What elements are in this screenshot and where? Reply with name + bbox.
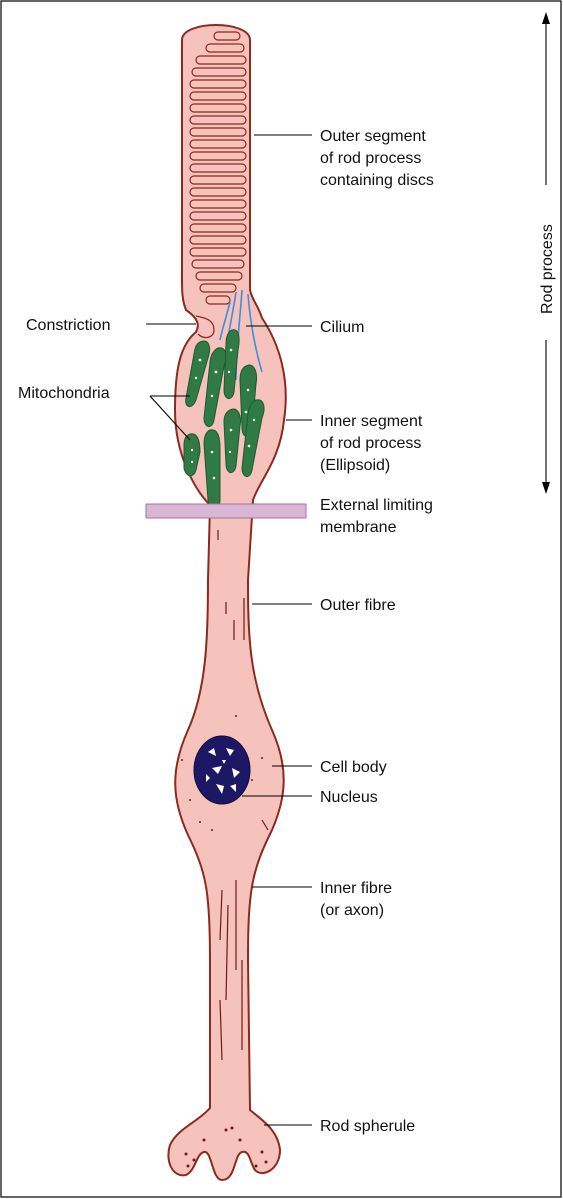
label-cell-body: Cell body (320, 759, 387, 776)
external-limiting-membrane (146, 504, 306, 518)
labels: Outer segment of rod process containing … (18, 128, 556, 1135)
label-inner-segment-1: Inner segment (320, 413, 423, 430)
label-inner-fibre-2: (or axon) (320, 902, 384, 919)
label-mitochondria: Mitochondria (18, 385, 110, 402)
label-inner-segment-3: (Ellipsoid) (320, 457, 390, 474)
label-elm-2: membrane (320, 519, 397, 536)
label-inner-segment-2: of rod process (320, 435, 421, 452)
label-rod-spherule: Rod spherule (320, 1118, 415, 1135)
label-outer-segment-2: of rod process (320, 150, 421, 167)
label-outer-segment-3: containing discs (320, 172, 434, 189)
nucleus-shape (194, 736, 250, 804)
outer-segment-discs (190, 32, 246, 304)
label-elm-1: External limiting (320, 497, 433, 514)
label-nucleus: Nucleus (320, 789, 378, 806)
label-constriction: Constriction (26, 317, 110, 334)
rod-cell-outline (168, 25, 285, 1180)
label-inner-fibre-1: Inner fibre (320, 880, 392, 897)
label-cilium: Cilium (320, 319, 364, 336)
rod-cell (168, 25, 285, 1180)
label-rod-process: Rod process (539, 224, 556, 314)
label-outer-fibre: Outer fibre (320, 597, 396, 614)
label-outer-segment-1: Outer segment (320, 128, 426, 145)
